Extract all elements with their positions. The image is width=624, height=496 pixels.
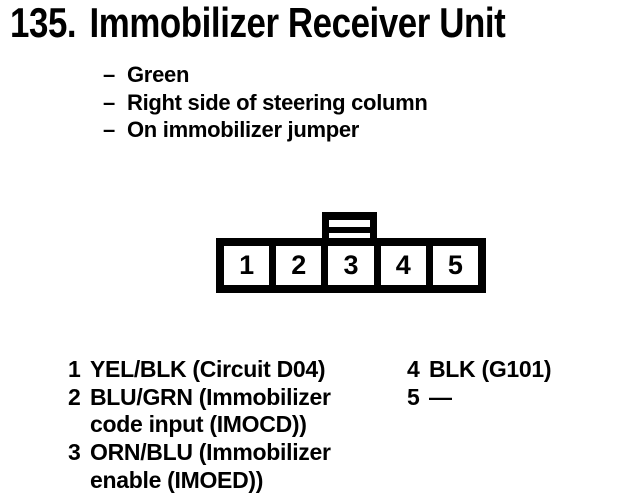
- connector-diagram: 1 2 3 4 5: [216, 212, 486, 293]
- pin-description: YEL/BLK (Circuit D04): [90, 356, 326, 384]
- pinout-row: 4 BLK (G101): [407, 356, 552, 384]
- pinout-row: 2 BLU/GRN (Immobilizer code input (IMOCD…: [68, 384, 331, 439]
- pin-description-line: enable (IMOED)): [90, 466, 264, 493]
- bullet-dash: –: [103, 62, 115, 87]
- pin-number: 1: [68, 356, 81, 382]
- pinout-list-left: 1 YEL/BLK (Circuit D04) 2 BLU/GRN (Immob…: [68, 356, 331, 495]
- bullet-dash: –: [103, 117, 115, 142]
- connector-body: 1 2 3 4 5: [216, 238, 486, 293]
- detail-text: Green: [127, 62, 190, 87]
- pin-number: 4: [407, 356, 420, 382]
- page-title: 135. Immobilizer Receiver Unit: [10, 0, 506, 46]
- pin-description-line: YEL/BLK (Circuit D04): [90, 356, 326, 382]
- detail-text: Right side of steering column: [127, 89, 428, 115]
- pin-description-line: —: [429, 383, 452, 410]
- detail-item: – Right side of steering column: [103, 89, 428, 117]
- pin-description: BLU/GRN (Immobilizer code input (IMOCD)): [90, 384, 331, 439]
- pin-number: 3: [68, 439, 81, 466]
- pinout-row: 1 YEL/BLK (Circuit D04): [68, 356, 331, 384]
- pin-description-line: code input (IMOCD)): [90, 411, 307, 438]
- pin-description-line: ORN/BLU (Immobilizer: [90, 439, 331, 466]
- detail-text: On immobilizer jumper: [127, 117, 360, 142]
- connector-pin-cell: 3: [328, 246, 374, 285]
- pin-description-line: BLK (G101): [429, 356, 552, 382]
- detail-list: – Green – Right side of steering column …: [103, 61, 428, 144]
- lock-tab-slot: [329, 220, 370, 227]
- lock-tab-slot: [329, 233, 370, 238]
- section-number: 135.: [10, 0, 77, 46]
- connector-pin-cell: 4: [380, 246, 426, 285]
- pin-description: BLK (G101): [429, 356, 552, 384]
- pin-description: ORN/BLU (Immobilizer enable (IMOED)): [90, 439, 331, 494]
- connector-pin-cell: 2: [276, 246, 322, 285]
- pinout-list-right: 4 BLK (G101) 5 —: [407, 356, 552, 412]
- bullet-dash: –: [103, 89, 115, 115]
- pin-description-line: BLU/GRN (Immobilizer: [90, 383, 331, 410]
- section-title-text: Immobilizer Receiver Unit: [89, 0, 506, 46]
- detail-item: – On immobilizer jumper: [103, 116, 428, 144]
- pin-number: 5: [407, 383, 420, 410]
- connector-pin-cell: 5: [432, 246, 479, 285]
- pinout-row: 3 ORN/BLU (Immobilizer enable (IMOED)): [68, 439, 331, 494]
- pinout-row: 5 —: [407, 384, 551, 412]
- detail-item: – Green: [103, 61, 428, 89]
- pin-number: 2: [68, 383, 81, 410]
- pin-description: —: [429, 384, 452, 412]
- connector-pin-cell: 1: [224, 246, 270, 285]
